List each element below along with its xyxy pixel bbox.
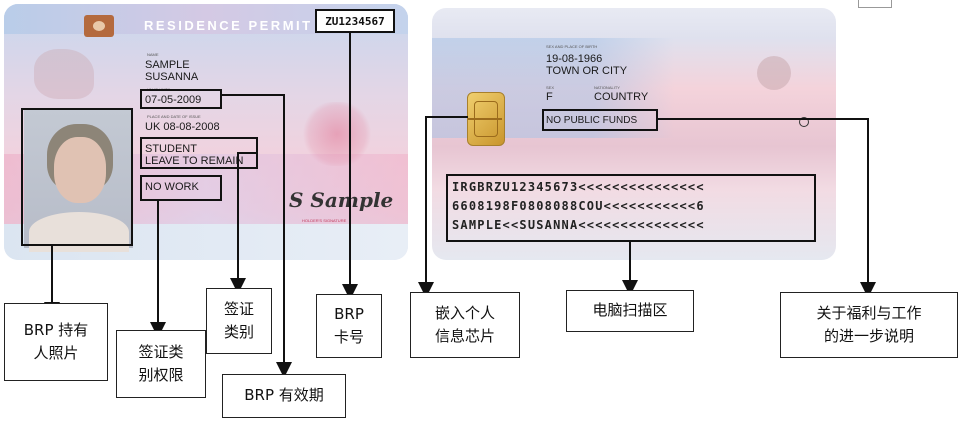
ghost-photo xyxy=(757,56,791,90)
label-visa-type-line-2: 类别 xyxy=(223,323,254,341)
card-number-value: ZU1234567 xyxy=(325,14,385,28)
label-brp-card-number-line-1: BRP xyxy=(334,304,364,323)
label-further-notes-line-2: 的进一步说明 xyxy=(823,327,914,345)
dob-caption: SEX AND PLACE OF BIRTH xyxy=(546,44,598,49)
signature: S Sample xyxy=(289,188,394,212)
label-holder-photo-line-1: BRP 持有 xyxy=(23,320,89,339)
crest-icon xyxy=(302,102,372,166)
flag-icon xyxy=(84,15,114,37)
photo-face xyxy=(54,137,106,203)
place-caption: PLACE AND DATE OF ISSUE xyxy=(147,114,201,119)
back-card: SEX AND PLACE OF BIRTH 19-08-1966 TOWN O… xyxy=(432,8,836,260)
label-machine-readable-zone-text: 电脑扫描区 xyxy=(592,301,668,320)
mrz-line-1: IRGBRZU12345673<<<<<<<<<<<<<<< xyxy=(452,180,705,194)
photo-highlight-box xyxy=(21,108,133,246)
country-value: COUNTRY xyxy=(594,91,649,103)
label-brp-validity-text: BRP 有效期 xyxy=(244,386,324,405)
card-number-box: ZU1234567 xyxy=(315,9,395,33)
signature-caption: HOLDER'S SIGNATURE xyxy=(302,218,347,223)
mrz-line-3: SAMPLE<<SUSANNA<<<<<<<<<<<<<<< xyxy=(452,218,705,232)
place-value: TOWN OR CITY xyxy=(546,65,628,77)
decorative-animal xyxy=(34,49,94,99)
valid-until-value: 07-05-2009 xyxy=(145,94,202,106)
name-line-1: SAMPLE xyxy=(145,59,190,71)
funds-value: NO PUBLIC FUNDS xyxy=(546,115,638,126)
label-holder-photo: BRP 持有 人照片 xyxy=(4,303,108,381)
label-visa-entitlement-line-2: 别权限 xyxy=(138,366,184,384)
label-visa-type: 签证 类别 xyxy=(206,288,272,354)
name-line-2: SUSANNA xyxy=(145,71,199,83)
label-visa-entitlement: 签证类 别权限 xyxy=(116,330,206,398)
mrz-highlight-box xyxy=(446,174,816,242)
label-further-notes: 关于福利与工作 的进一步说明 xyxy=(780,292,958,358)
label-holder-photo-line-2: 人照片 xyxy=(33,344,79,362)
label-visa-entitlement-line-1: 签证类 xyxy=(138,342,184,361)
funds-highlight-box xyxy=(542,109,658,131)
work-highlight-box xyxy=(140,175,222,201)
label-brp-card-number: BRP 卡号 xyxy=(316,294,382,358)
sex-value: F xyxy=(546,91,553,103)
front-header-title: RESIDENCE PERMIT xyxy=(144,18,313,33)
corner-mark xyxy=(858,0,892,8)
mrz-line-2: 6608198F0808088COU<<<<<<<<<<<6 xyxy=(452,199,705,213)
remarks-line-1: STUDENT xyxy=(145,143,197,155)
label-visa-type-line-1: 签证 xyxy=(223,299,254,318)
remarks-line-2: LEAVE TO REMAIN xyxy=(145,155,244,167)
label-further-notes-line-1: 关于福利与工作 xyxy=(816,303,922,322)
label-embedded-chip-line-1: 嵌入个人 xyxy=(434,303,495,322)
nationality-caption: NATIONALITY xyxy=(594,85,620,90)
label-brp-validity: BRP 有效期 xyxy=(222,374,346,418)
chip-icon xyxy=(467,92,505,146)
label-machine-readable-zone: 电脑扫描区 xyxy=(566,290,694,332)
label-brp-card-number-line-2: 卡号 xyxy=(333,328,364,346)
label-embedded-chip-line-2: 信息芯片 xyxy=(434,327,495,345)
valid-until-highlight-box xyxy=(140,89,222,109)
hologram-circle xyxy=(799,117,809,127)
sex-caption: SEX xyxy=(546,85,555,90)
work-value: NO WORK xyxy=(145,181,199,193)
dob-value: 19-08-1966 xyxy=(546,53,603,65)
place-date-value: UK 08-08-2008 xyxy=(145,121,220,133)
label-embedded-chip: 嵌入个人 信息芯片 xyxy=(410,292,520,358)
name-caption: NAME xyxy=(147,52,159,57)
